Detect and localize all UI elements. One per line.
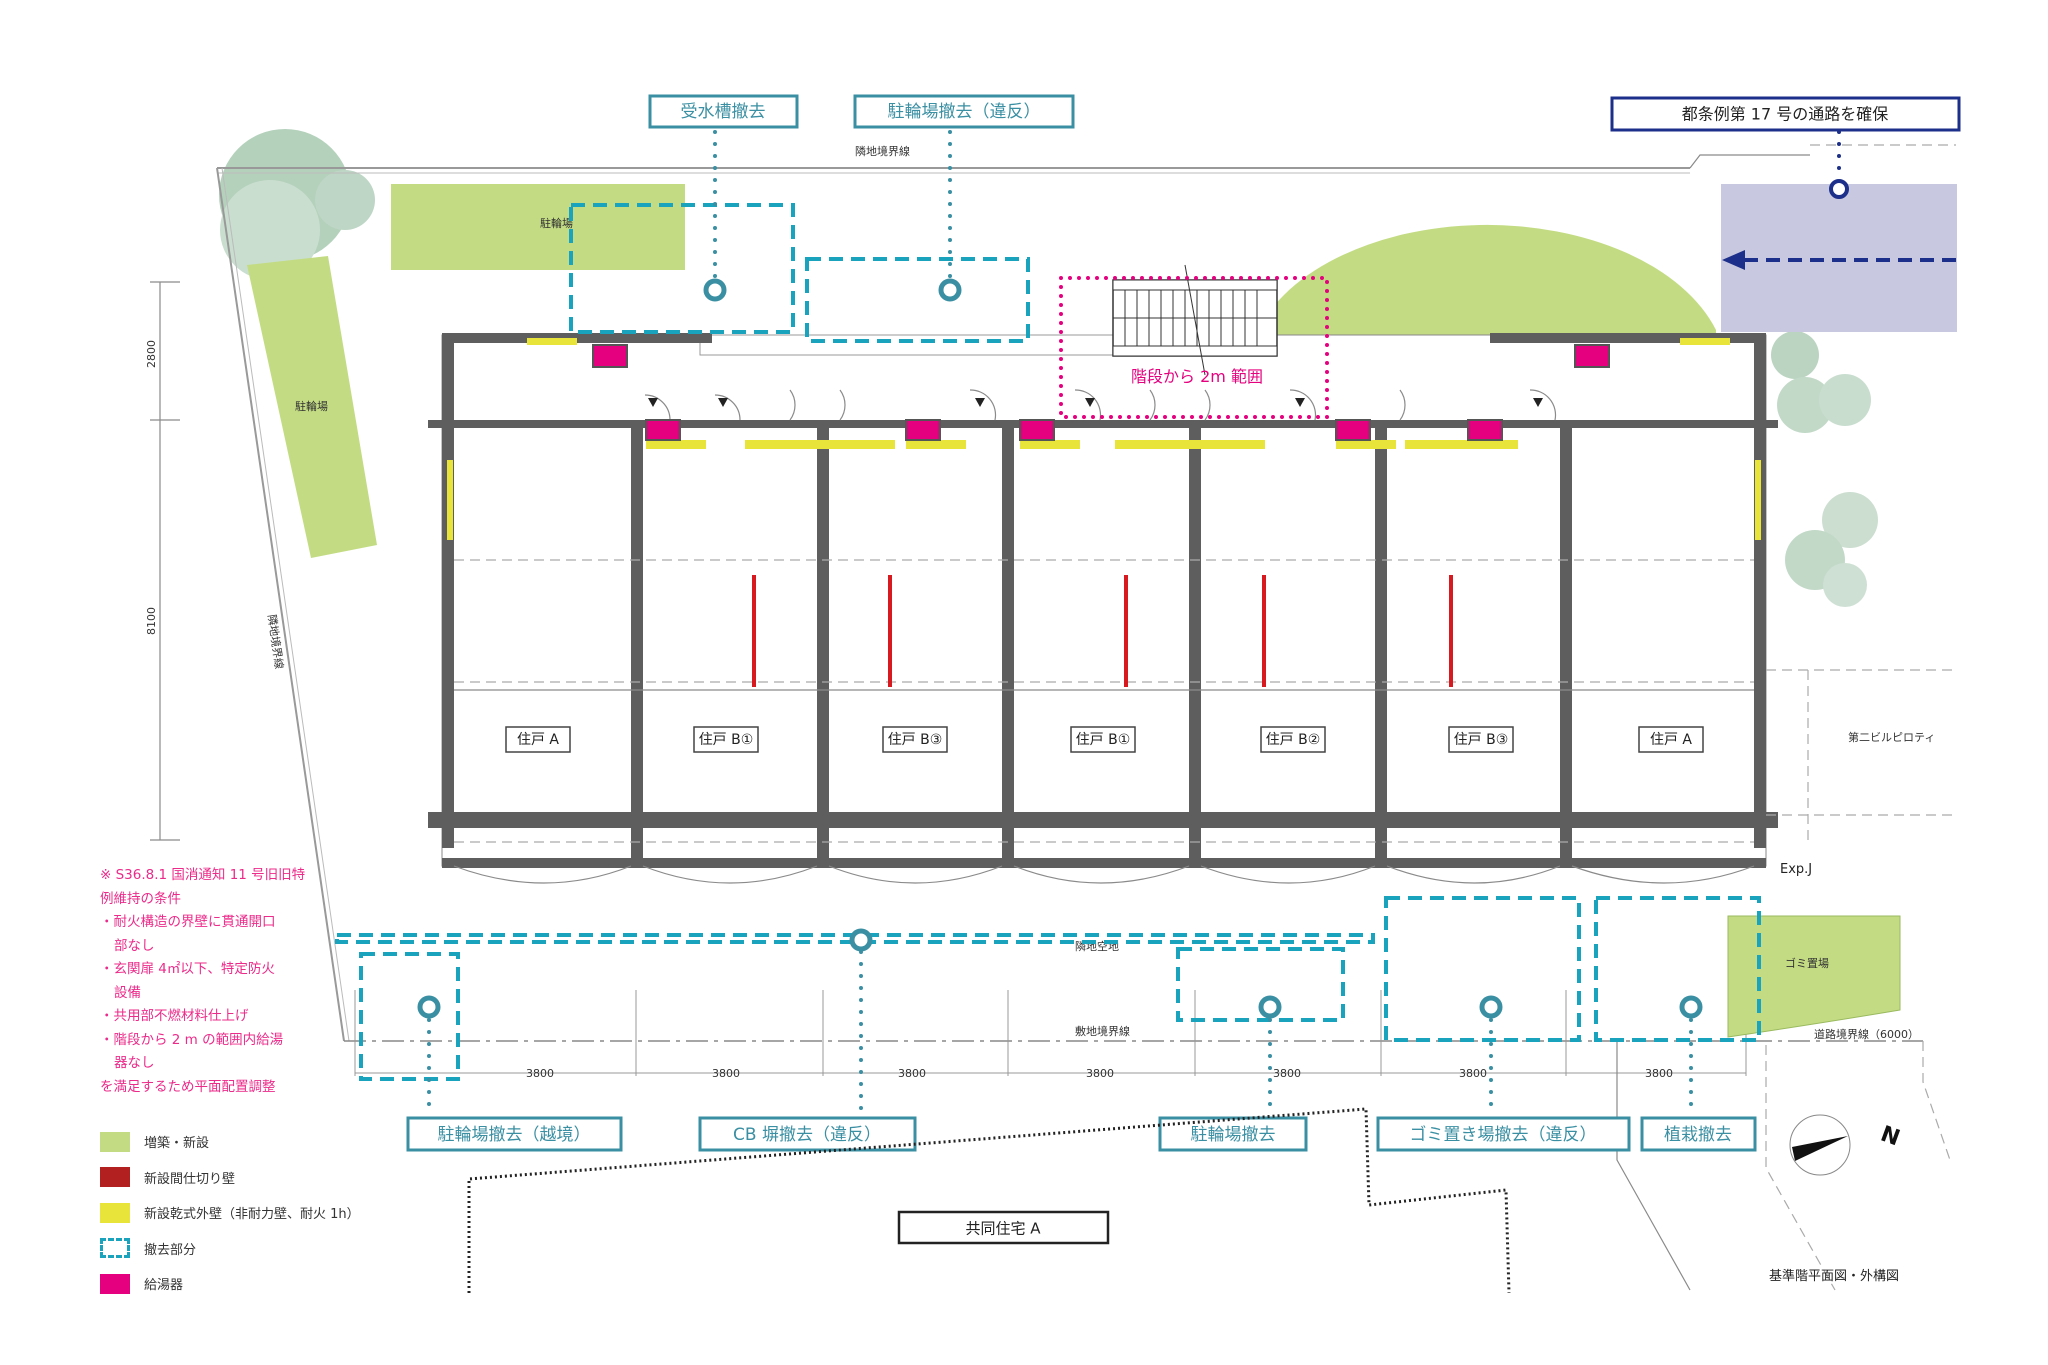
callout-planting: 植栽撤去 — [1640, 1116, 1757, 1152]
legend-swatch-red — [100, 1167, 130, 1188]
piloti-label: 第二ビルピロティ — [1848, 730, 1935, 744]
svg-text:CB 塀撤去（違反）: CB 塀撤去（違反） — [733, 1125, 881, 1145]
svg-text:住戸 B①: 住戸 B① — [1076, 732, 1131, 748]
dimension-8100: 8100 — [145, 607, 158, 635]
dimension-2800: 2800 — [145, 340, 158, 368]
note-line: 例維持の条件 — [100, 890, 181, 907]
legend-swatch-dashed — [100, 1238, 130, 1259]
adjacent-building-outline — [467, 1107, 1511, 1294]
staircase — [1112, 264, 1278, 376]
callout-passage: 都条例第 17 号の通路を確保 — [1610, 96, 1961, 132]
span-dimension-line — [354, 990, 1747, 1076]
note-line: ※ S36.8.1 国消通知 11 号旧旧特 — [100, 867, 306, 883]
site-boundary-label: 敷地境界線 — [1075, 1024, 1130, 1038]
legend-item: 新設乾式外壁（非耐力壁、耐火 1h） — [100, 1195, 360, 1231]
water-heaters — [592, 344, 1610, 441]
span-dimension: 3800 — [898, 1067, 926, 1080]
span-dimension: 3800 — [1459, 1067, 1487, 1080]
svg-text:住戸 B③: 住戸 B③ — [888, 732, 943, 748]
callout-water-tank-removal: 受水槽撤去 — [648, 94, 799, 129]
legend: 増築・新設 新設間仕切り壁 新設乾式外壁（非耐力壁、耐火 1h） 撤去部分 給湯… — [100, 1124, 360, 1302]
stair-range-label: 階段から 2m 範囲 — [1131, 367, 1263, 386]
note-line: 器なし — [114, 1055, 155, 1071]
unit-label: 住戸 A — [505, 726, 571, 753]
span-dimension: 3800 — [1273, 1067, 1301, 1080]
svg-text:N: N — [1877, 1122, 1903, 1152]
building-plan — [428, 333, 1778, 884]
span-dimension: 3800 — [1645, 1067, 1673, 1080]
stair-2m-range — [1059, 276, 1329, 419]
marker-ring-icon — [417, 278, 1703, 1019]
garbage-area — [1727, 915, 1901, 1038]
svg-text:駐輪場撤去（越境）: 駐輪場撤去（越境） — [438, 1125, 591, 1145]
bike-parking-top-area — [391, 184, 685, 270]
adjacent-building-label: 共同住宅 A — [897, 1210, 1110, 1245]
span-dimension: 3800 — [712, 1067, 740, 1080]
svg-text:住戸 A: 住戸 A — [517, 732, 559, 748]
legend-item: 撤去部分 — [100, 1231, 360, 1267]
svg-text:住戸 B①: 住戸 B① — [699, 732, 754, 748]
svg-text:駐輪場撤去（違反）: 駐輪場撤去（違反） — [888, 102, 1041, 122]
road-boundary-label: 道路境界線（6000） — [1814, 1027, 1919, 1041]
note-line: 部なし — [114, 937, 155, 954]
garbage-area-label: ゴミ置場 — [1785, 956, 1829, 970]
neighbor-boundary-line — [216, 144, 1956, 1042]
svg-text:駐輪場撤去: 駐輪場撤去 — [1191, 1125, 1276, 1145]
extension-green-area — [1254, 224, 1716, 339]
unit-label: 住戸 B① — [693, 726, 759, 753]
arrow-left-icon — [1722, 250, 1745, 270]
note-line: を満足するため平面配置調整 — [100, 1078, 276, 1095]
svg-text:都条例第 17 号の通路を確保: 都条例第 17 号の通路を確保 — [1682, 105, 1889, 124]
unit-label: 住戸 B③ — [882, 726, 948, 753]
new-partition-walls — [752, 575, 1453, 687]
tree-cluster-icon — [1771, 331, 1878, 607]
svg-text:植栽撤去: 植栽撤去 — [1664, 1125, 1732, 1145]
svg-text:住戸 B③: 住戸 B③ — [1454, 732, 1509, 748]
svg-text:共同住宅 A: 共同住宅 A — [965, 1220, 1041, 1238]
leader-lines — [427, 130, 1693, 1117]
unit-label: 住戸 A — [1638, 726, 1704, 753]
note-line: ・共用部不燃材料仕上げ — [100, 1008, 249, 1024]
note-line: 設備 — [114, 984, 141, 1001]
span-dimension: 3800 — [1086, 1067, 1114, 1080]
svg-text:住戸 A: 住戸 A — [1650, 732, 1692, 748]
callout-cb-wall: CB 塀撤去（違反） — [698, 1116, 917, 1152]
legend-swatch-yellow — [100, 1202, 130, 1223]
tree-icon — [219, 129, 375, 280]
north-compass-icon: N — [1789, 1114, 1903, 1176]
unit-label: 住戸 B③ — [1448, 726, 1514, 753]
svg-text:住戸 B②: 住戸 B② — [1266, 732, 1321, 748]
bike-parking-left-label: 駐輪場 — [295, 399, 328, 413]
svg-text:ゴミ置き場撤去（違反）: ゴミ置き場撤去（違反） — [1410, 1124, 1597, 1145]
expansion-joint-label: Exp.J — [1780, 862, 1812, 877]
neighbor-boundary-label: 隣地境界線 — [855, 144, 910, 158]
callout-bike-parking-encroach: 駐輪場撤去（越境） — [406, 1116, 623, 1152]
legend-item: 給湯器 — [100, 1266, 360, 1302]
bike-parking-top-label: 駐輪場 — [540, 216, 573, 230]
vertical-dimension: 2800 8100 — [145, 281, 180, 841]
legend-item: 新設間仕切り壁 — [100, 1160, 360, 1196]
callout-garbage: ゴミ置き場撤去（違反） — [1376, 1116, 1631, 1152]
conditions-note: ※ S36.8.1 国消通知 11 号旧旧特 例維持の条件 ・耐火構造の界壁に貫… — [100, 864, 305, 1099]
callout-bike-parking-violation: 駐輪場撤去（違反） — [853, 94, 1075, 129]
unit-label: 住戸 B② — [1260, 726, 1326, 753]
note-line: ・耐火構造の界壁に貫通開口 — [100, 914, 276, 930]
svg-text:受水槽撤去: 受水槽撤去 — [681, 102, 766, 122]
legend-item: 増築・新設 — [100, 1124, 360, 1160]
drawing-title: 基準階平面図・外構図 — [1769, 1268, 1899, 1284]
legend-swatch-magenta — [100, 1273, 130, 1294]
note-line: ・階段から 2 m の範囲内給湯 — [100, 1031, 284, 1048]
callout-bike-parking: 駐輪場撤去 — [1158, 1116, 1308, 1152]
note-line: ・玄関扉 4㎡以下、特定防火 — [100, 961, 275, 977]
passage-marker-icon — [1829, 179, 1849, 199]
span-dimension: 3800 — [526, 1067, 554, 1080]
unit-label: 住戸 B① — [1070, 726, 1136, 753]
bike-parking-left-area — [247, 256, 377, 558]
legend-swatch-green — [100, 1131, 130, 1152]
